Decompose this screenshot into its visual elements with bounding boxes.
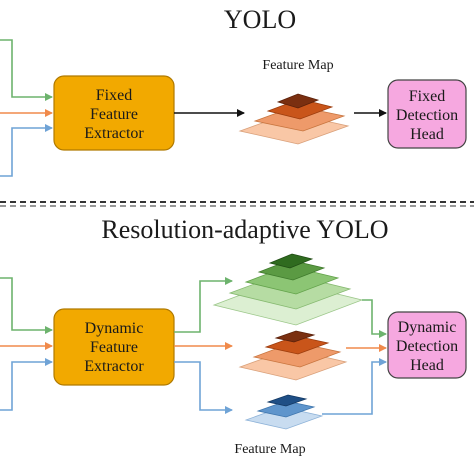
- dynamic-extractor-line-2: Feature: [90, 339, 138, 356]
- dynamic-detection-head-box: Dynamic Detection Head: [387, 311, 467, 379]
- dynamic-extractor-line-1: Dynamic: [85, 320, 144, 337]
- bottom-input-arrows: [0, 277, 53, 411]
- orange-map-layer-1: [274, 330, 316, 343]
- fixed-detection-head-box: Fixed Detection Head: [387, 79, 467, 149]
- bottom-feature-map-label: Feature Map: [234, 442, 305, 457]
- dynamic-head-line-2: Detection: [396, 338, 458, 355]
- orange-feature-map-stack: [238, 330, 348, 381]
- fixed-extractor-line-2: Feature: [90, 106, 138, 123]
- bottom-blue-input-arrow: [0, 358, 53, 411]
- top-title: YOLO: [224, 5, 296, 34]
- bottom-extractor-output-arrows: [174, 277, 233, 414]
- fixed-head-line-2: Detection: [396, 107, 458, 124]
- blue-map-to-head-arrow: [322, 358, 387, 415]
- fixed-head-line-1: Fixed: [409, 88, 445, 105]
- top-blue-input-arrow: [0, 124, 53, 177]
- extractor-to-green-map-arrow: [174, 277, 233, 333]
- blue-feature-map-stack: [244, 394, 324, 430]
- top-input-arrows: [0, 39, 53, 177]
- green-feature-map-stack: [212, 253, 364, 326]
- fixed-feature-extractor-box: Fixed Feature Extractor: [53, 75, 175, 151]
- fixed-extractor-line-1: Fixed: [96, 87, 132, 104]
- top-feature-map-stack: [238, 93, 350, 145]
- top-feature-map-label: Feature Map: [262, 58, 333, 73]
- top-map-layer-1: [276, 93, 320, 109]
- fixed-extractor-line-3: Extractor: [84, 125, 144, 142]
- dynamic-head-line-1: Dynamic: [398, 319, 457, 336]
- fixed-head-line-3: Head: [410, 126, 444, 143]
- bottom-title: Resolution-adaptive YOLO: [101, 215, 388, 244]
- green-map-to-head-arrow: [362, 299, 387, 338]
- bottom-green-input-arrow: [0, 277, 53, 334]
- extractor-to-blue-map-arrow: [174, 361, 233, 414]
- dynamic-head-line-3: Head: [410, 357, 444, 374]
- dynamic-extractor-line-3: Extractor: [84, 358, 144, 375]
- bottom-map-to-head-arrows: [322, 299, 387, 415]
- top-green-input-arrow: [0, 39, 53, 101]
- dynamic-feature-extractor-box: Dynamic Feature Extractor: [53, 308, 175, 386]
- blue-map-layer-1: [266, 394, 308, 407]
- green-map-layer-1: [268, 253, 314, 269]
